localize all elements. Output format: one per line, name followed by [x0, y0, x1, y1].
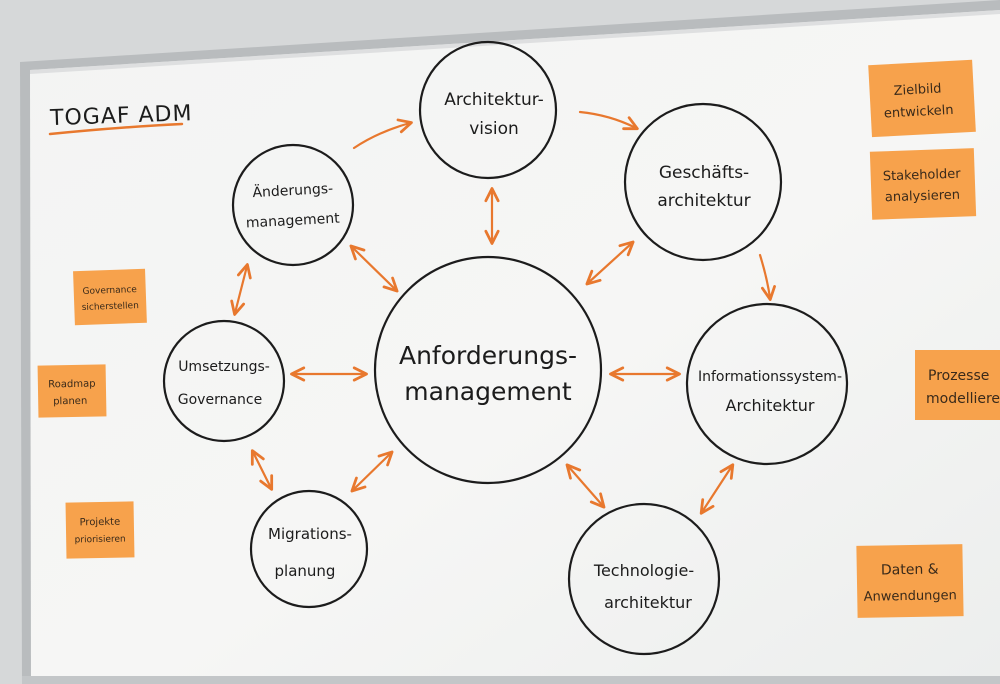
- node-technology-label-1: Technologie-: [593, 561, 694, 580]
- sticky-stakeholder: Stakeholder analysieren: [869, 148, 977, 220]
- node-governance-circle: [162, 319, 286, 443]
- sticky-stakeholder-line-2: analysieren: [885, 188, 961, 206]
- sticky-prozesse: Prozesse modelliere: [915, 350, 1000, 420]
- arrow-governance-migration: [250, 449, 274, 491]
- sticky-governance: Governance sicherstellen: [73, 268, 147, 326]
- node-vision-circle: [418, 40, 558, 180]
- node-change-label-1: Änderungs-: [252, 179, 334, 201]
- arrow-center-business: [585, 240, 635, 286]
- node-migration-label-1: Migrations-: [268, 525, 352, 543]
- node-change-circle: [231, 143, 355, 267]
- node-governance-label-2: Governance: [178, 392, 262, 408]
- sticky-projekte: Projekte priorisieren: [65, 501, 135, 559]
- sticky-governance-line-1: Governance: [82, 285, 137, 297]
- node-migration-label-2: planung: [275, 562, 336, 580]
- node-infosys-label-2: Architektur: [726, 396, 815, 415]
- node-technology-circle: [567, 502, 721, 656]
- sticky-roadmap-line-1: Roadmap: [48, 379, 95, 391]
- sticky-roadmap: Roadmap planen: [37, 364, 107, 418]
- arrow-vision-to-business: [578, 110, 639, 131]
- node-infosys-circle: [685, 302, 849, 466]
- sticky-roadmap-line-2: planen: [53, 396, 87, 408]
- sticky-zielbild-line-1: Zielbild: [893, 81, 942, 98]
- sticky-daten: Daten & Anwendungen: [856, 544, 964, 618]
- whiteboard-surface: [30, 10, 1000, 684]
- sticky-projekte-line-2: priorisieren: [75, 535, 126, 546]
- sticky-governance-line-2: sicherstellen: [82, 301, 139, 313]
- title-underline: [48, 122, 184, 136]
- node-business-circle: [623, 102, 783, 262]
- node-vision-label-2: vision: [469, 119, 519, 139]
- arrow-center-change: [349, 244, 399, 293]
- node-governance-label-1: Umsetzungs-: [178, 359, 270, 375]
- marker-tray: [22, 676, 1000, 684]
- sticky-stakeholder-line-1: Stakeholder: [883, 167, 962, 185]
- node-migration-circle: [249, 489, 369, 609]
- node-business-label-2: architektur: [657, 191, 750, 211]
- node-technology-label-2: architektur: [604, 593, 692, 612]
- arrow-center-technology: [565, 463, 606, 509]
- arrow-change-to-vision: [352, 118, 413, 150]
- node-center-label-2: management: [404, 377, 572, 406]
- sticky-daten-line-2: Anwendungen: [864, 588, 957, 605]
- board-title: TOGAF ADM: [49, 101, 193, 131]
- sticky-prozesse-line-1: Prozesse: [928, 368, 989, 384]
- arrow-technology-infosys: [699, 463, 735, 515]
- sticky-daten-line-1: Daten &: [881, 561, 939, 578]
- sticky-prozesse-line-2: modelliere: [926, 391, 1000, 407]
- node-infosys-label-1: Informationssystem-: [698, 369, 842, 385]
- node-center-circle: [373, 255, 603, 485]
- arrow-center-migration: [350, 450, 394, 493]
- node-center-label-1: Anforderungs-: [399, 341, 577, 370]
- node-business-label-1: Geschäfts-: [659, 163, 749, 183]
- node-vision-label-1: Architektur-: [444, 90, 544, 110]
- node-change-label-2: management: [246, 211, 341, 232]
- sticky-projekte-line-1: Projekte: [79, 517, 120, 529]
- sticky-zielbild-line-2: entwickeln: [884, 103, 954, 122]
- arrow-change-governance: [230, 263, 252, 316]
- frame-shadow: [30, 10, 1000, 74]
- arrow-business-to-infosys: [758, 253, 776, 301]
- sticky-zielbild: Zielbild entwickeln: [868, 59, 976, 138]
